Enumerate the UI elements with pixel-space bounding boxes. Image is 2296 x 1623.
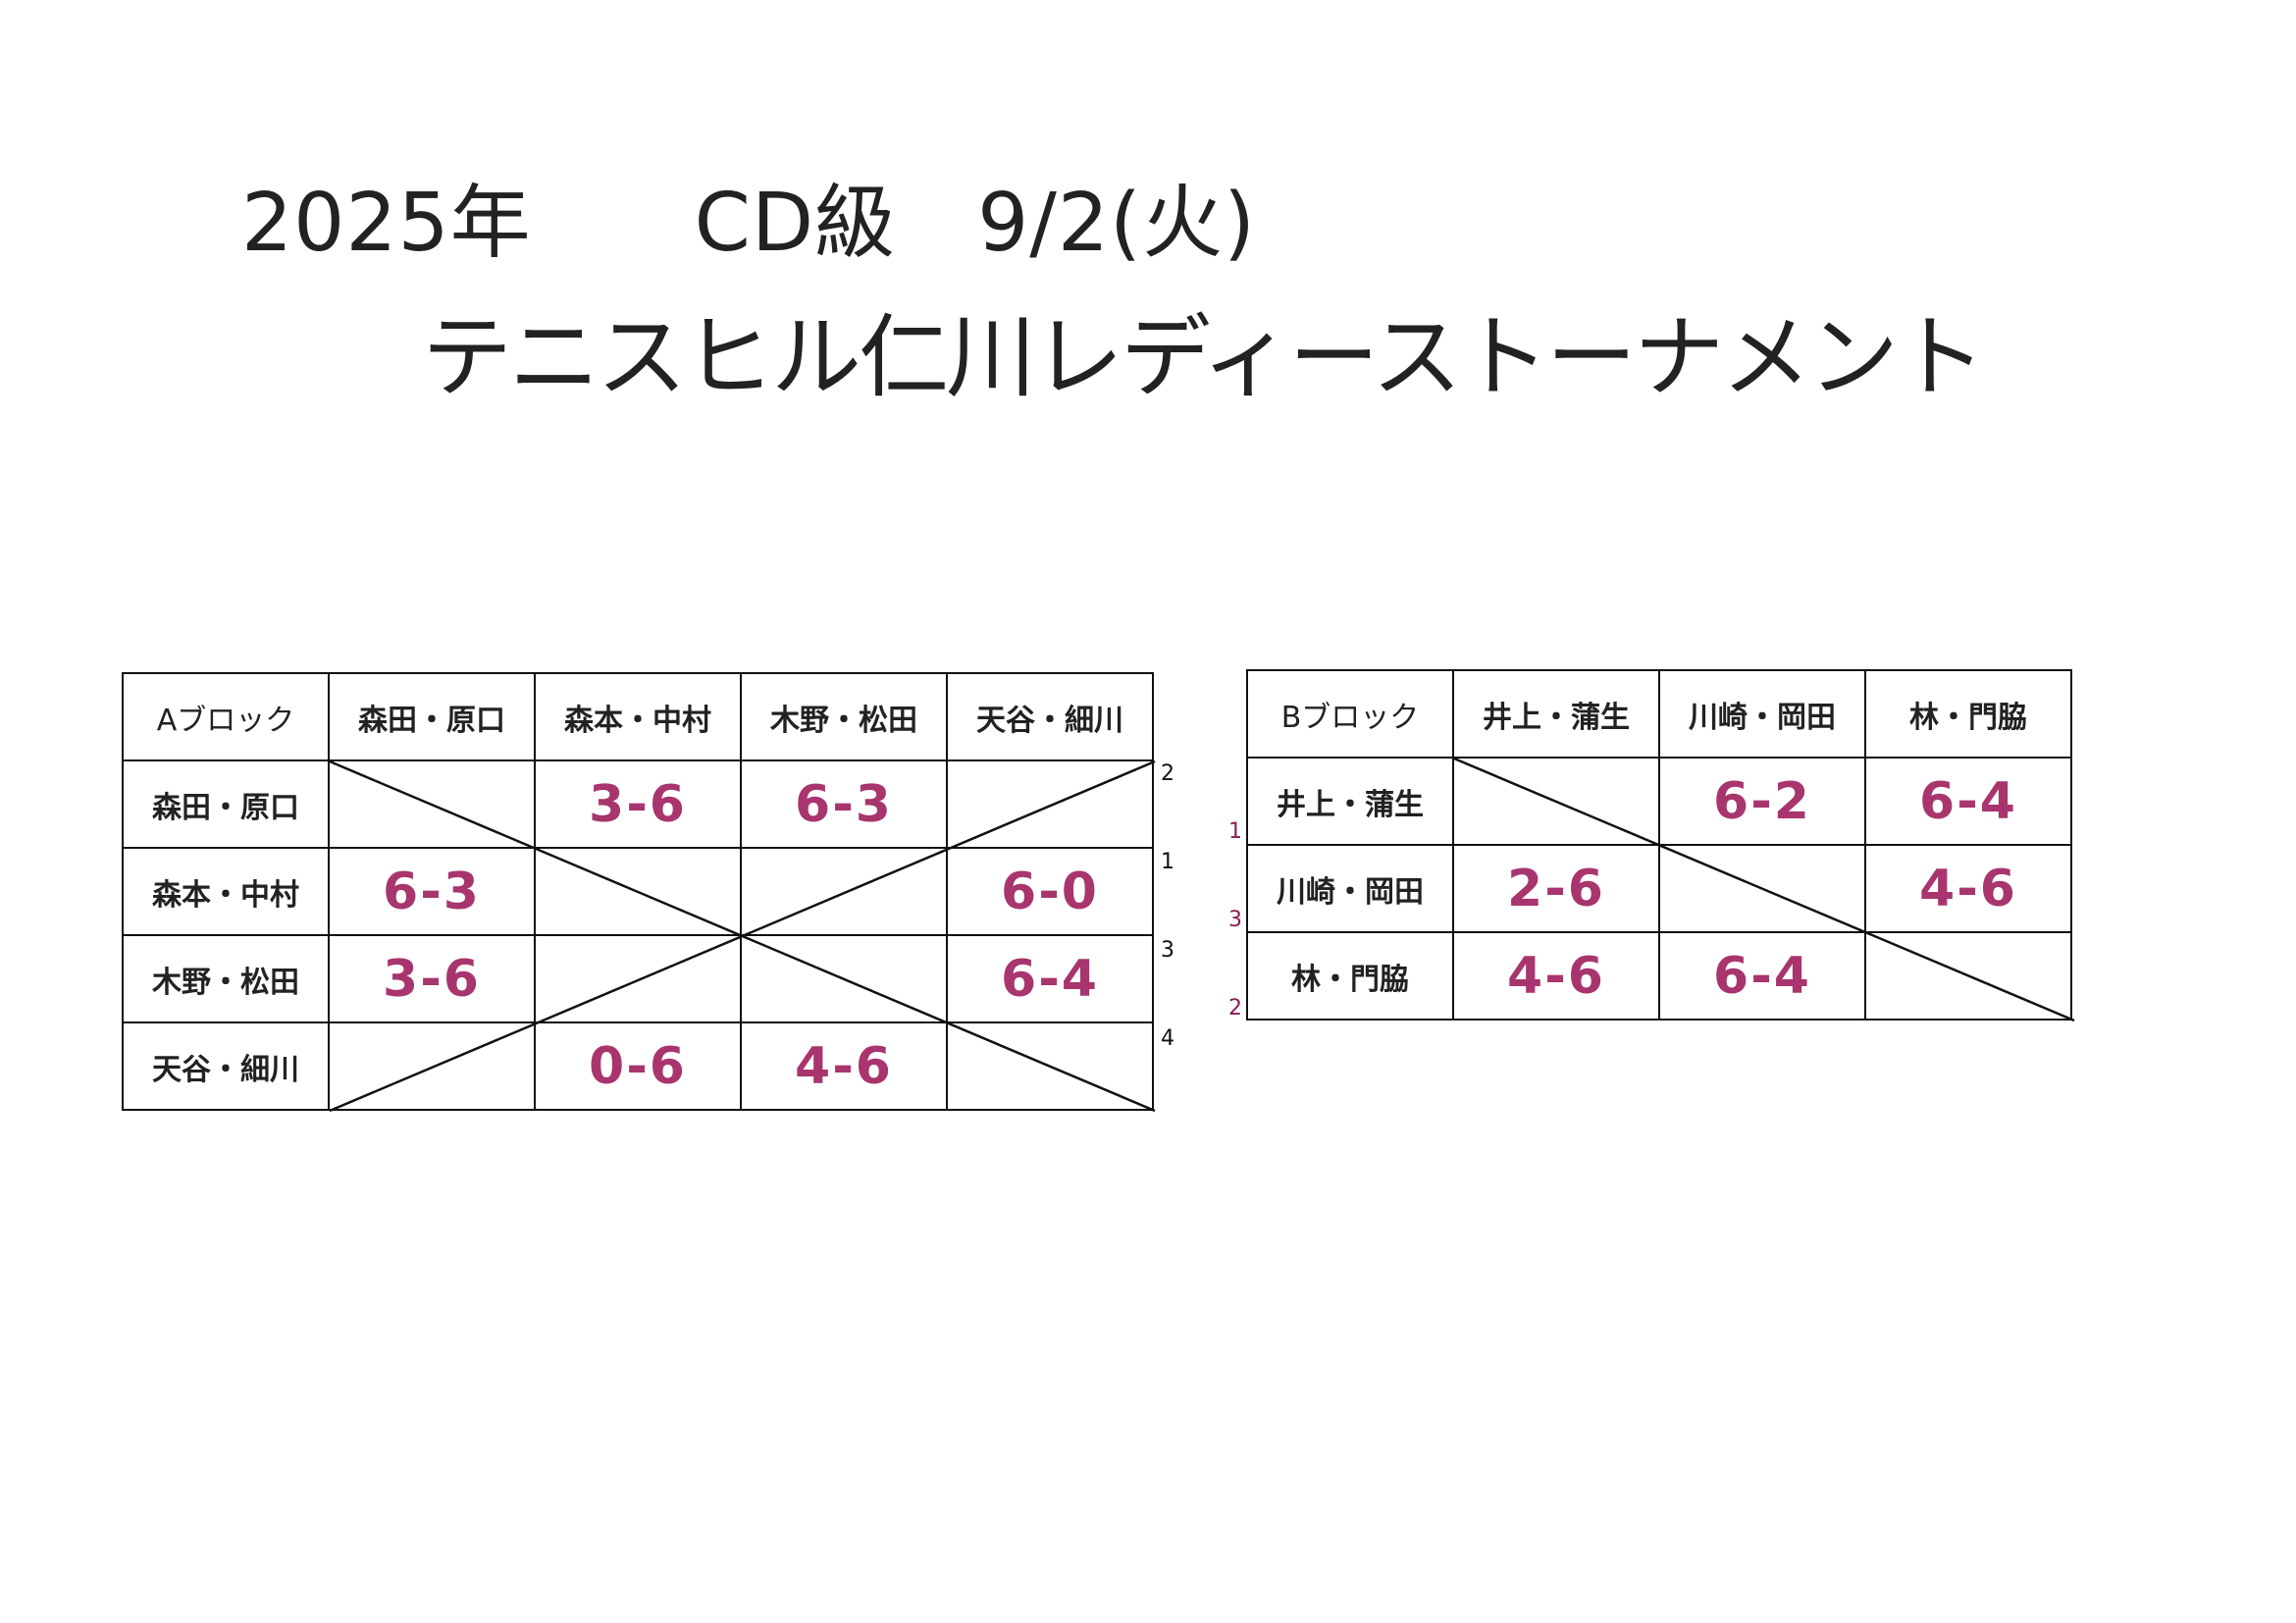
block-a-table: Aブロック 森田・原口 森本・中村 木野・松田 天谷・細川 森田・原口 3-6 … <box>122 672 1154 1111</box>
row-team: 天谷・細川 <box>122 1021 330 1111</box>
title-line-2: テニスヒル仁川レディーストーナメント <box>422 305 1986 410</box>
self-cell <box>328 759 536 849</box>
score-cell: 4-6 <box>1864 844 2072 933</box>
table-row: 木野・松田 3-6 6-4 <box>122 934 1154 1023</box>
score-cell: 6-4 <box>1658 931 1866 1021</box>
table-row: 森田・原口 3-6 6-3 <box>122 759 1154 849</box>
rank-label: 2 <box>1228 996 1242 1021</box>
self-cell <box>740 934 948 1023</box>
self-cell <box>1452 757 1660 846</box>
score-cell: 4-6 <box>1452 931 1660 1021</box>
score-cell <box>328 1021 536 1111</box>
score-cell: 2-6 <box>1452 844 1660 933</box>
score-cell: 6-3 <box>328 847 536 936</box>
row-team: 木野・松田 <box>122 934 330 1023</box>
column-team: 森本・中村 <box>534 672 742 761</box>
row-team: 川崎・岡田 <box>1246 844 1454 933</box>
rank-label: 1 <box>1228 819 1242 844</box>
table-row: 川崎・岡田 2-6 4-6 <box>1246 844 2072 933</box>
rank-label: 3 <box>1228 908 1242 932</box>
row-team: 森本・中村 <box>122 847 330 936</box>
header-row: Aブロック 森田・原口 森本・中村 木野・松田 天谷・細川 <box>122 672 1154 761</box>
column-team: 川崎・岡田 <box>1658 669 1866 759</box>
score-cell: 6-0 <box>946 847 1154 936</box>
score-cell <box>534 934 742 1023</box>
title-line-1: 2025年 CD級 9/2(火) <box>241 177 1257 270</box>
table-row: 森本・中村 6-3 6-0 <box>122 847 1154 936</box>
column-team: 井上・蒲生 <box>1452 669 1660 759</box>
score-cell: 3-6 <box>328 934 536 1023</box>
table-row: 天谷・細川 0-6 4-6 <box>122 1021 1154 1111</box>
row-team: 森田・原口 <box>122 759 330 849</box>
score-cell: 6-3 <box>740 759 948 849</box>
score-cell <box>740 847 948 936</box>
row-team: 井上・蒲生 <box>1246 757 1454 846</box>
column-team: 林・門脇 <box>1864 669 2072 759</box>
score-cell: 3-6 <box>534 759 742 849</box>
self-cell <box>1864 931 2072 1021</box>
column-team: 天谷・細川 <box>946 672 1154 761</box>
column-team: 木野・松田 <box>740 672 948 761</box>
score-cell <box>946 759 1154 849</box>
table-row: 林・門脇 4-6 6-4 <box>1246 931 2072 1021</box>
score-cell: 6-4 <box>946 934 1154 1023</box>
self-cell <box>946 1021 1154 1111</box>
column-team: 森田・原口 <box>328 672 536 761</box>
score-cell: 6-4 <box>1864 757 2072 846</box>
score-cell: 6-2 <box>1658 757 1866 846</box>
block-b-table: Bブロック 井上・蒲生 川崎・岡田 林・門脇 井上・蒲生 6-2 6-4 川崎・… <box>1246 669 2072 1021</box>
block-label: Aブロック <box>122 672 330 761</box>
block-label: Bブロック <box>1246 669 1454 759</box>
table-row: 井上・蒲生 6-2 6-4 <box>1246 757 2072 846</box>
score-cell: 4-6 <box>740 1021 948 1111</box>
rank-label: 4 <box>1161 1026 1174 1051</box>
header-row: Bブロック 井上・蒲生 川崎・岡田 林・門脇 <box>1246 669 2072 759</box>
self-cell <box>1658 844 1866 933</box>
row-team: 林・門脇 <box>1246 931 1454 1021</box>
rank-label: 1 <box>1161 850 1174 874</box>
self-cell <box>534 847 742 936</box>
score-cell: 0-6 <box>534 1021 742 1111</box>
rank-label: 2 <box>1161 761 1174 786</box>
rank-label: 3 <box>1161 938 1174 963</box>
